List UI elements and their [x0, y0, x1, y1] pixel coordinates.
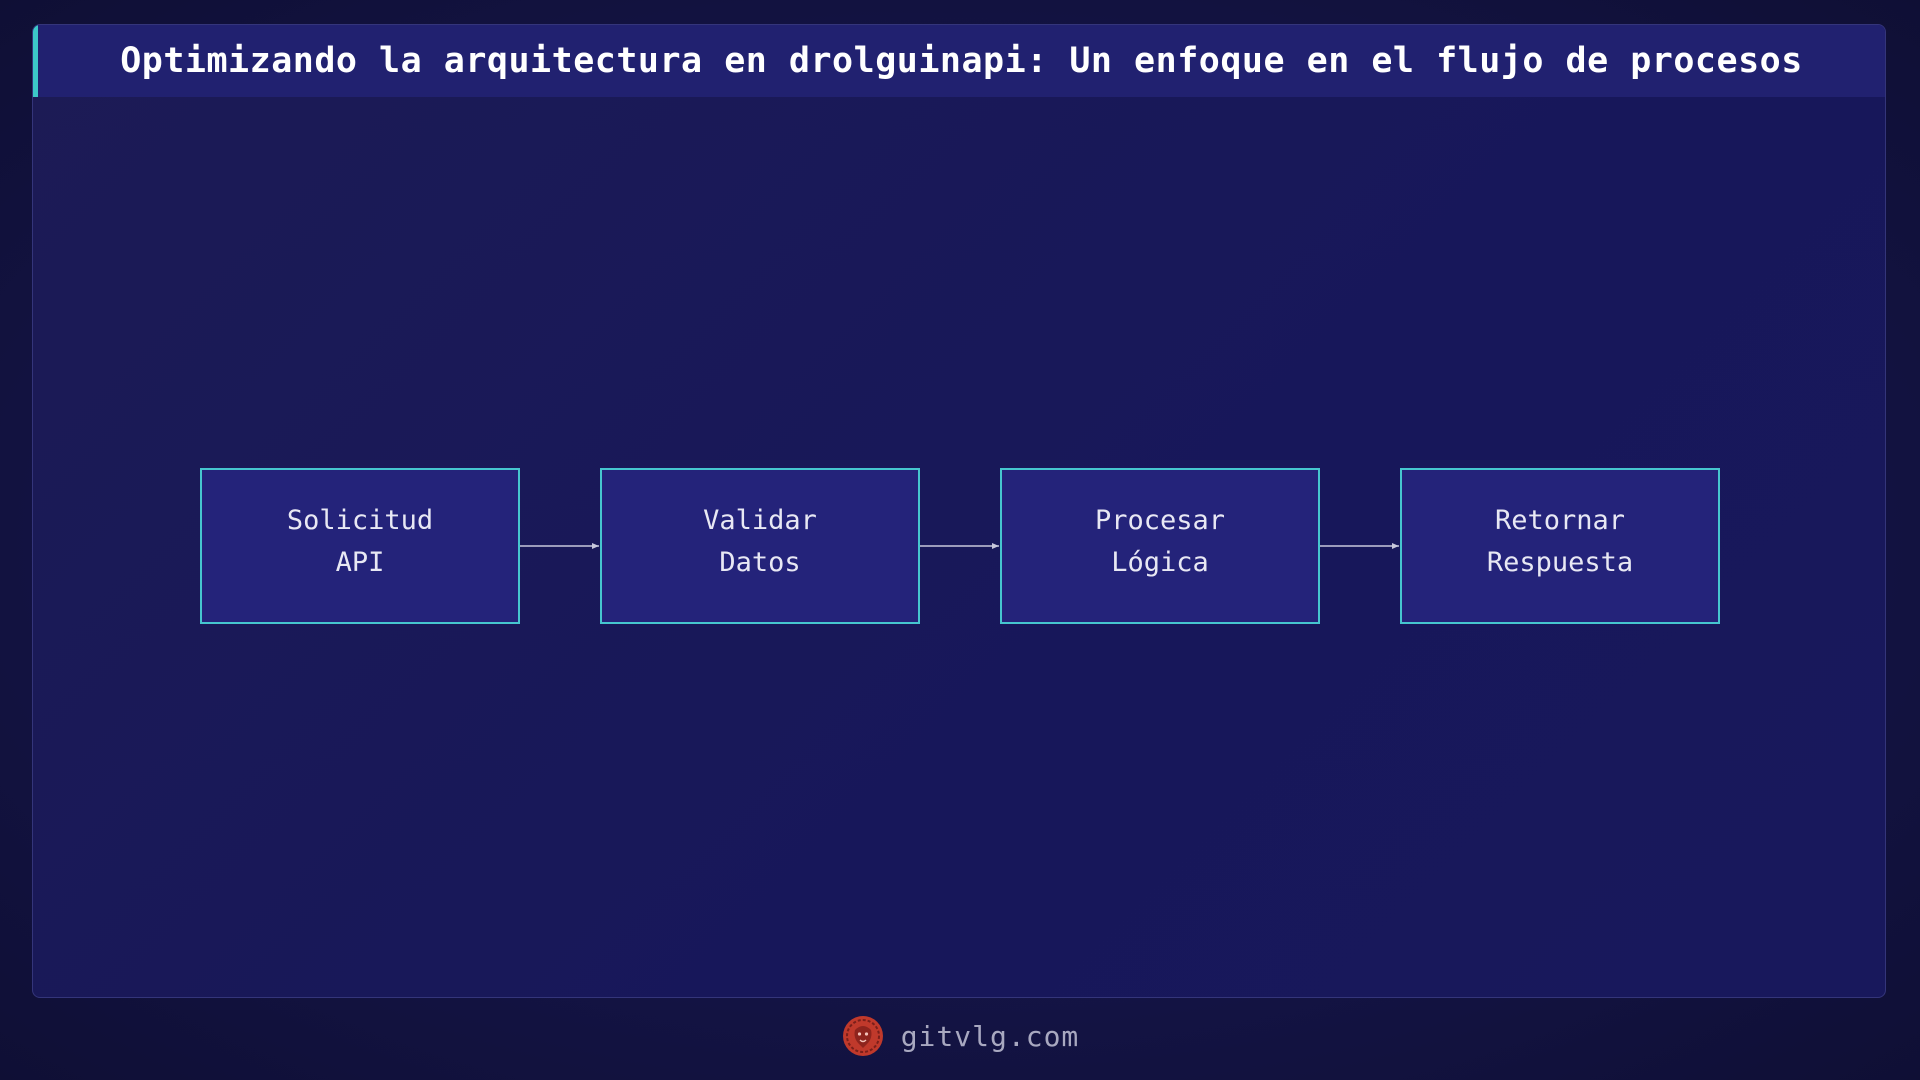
- page-title: Optimizando la arquitectura en drolguina…: [120, 41, 1803, 81]
- node-validar-datos: Validar Datos: [600, 468, 920, 624]
- footer: gitvlg.com: [0, 1012, 1920, 1060]
- node-retornar-respuesta: Retornar Respuesta: [1400, 468, 1720, 624]
- node-label: Validar Datos: [703, 505, 817, 578]
- node-solicitud-api: Solicitud API: [200, 468, 520, 624]
- node-label: Solicitud API: [286, 505, 434, 578]
- node-procesar-logica: Procesar Lógica: [1000, 468, 1320, 624]
- title-bar: Optimizando la arquitectura en drolguina…: [33, 25, 1885, 97]
- footer-site-text[interactable]: gitvlg.com: [900, 1019, 1080, 1053]
- node-label: Procesar Lógica: [1094, 505, 1226, 578]
- node-label: Retornar Respuesta: [1486, 505, 1634, 578]
- lion-logo-icon: [842, 1016, 883, 1056]
